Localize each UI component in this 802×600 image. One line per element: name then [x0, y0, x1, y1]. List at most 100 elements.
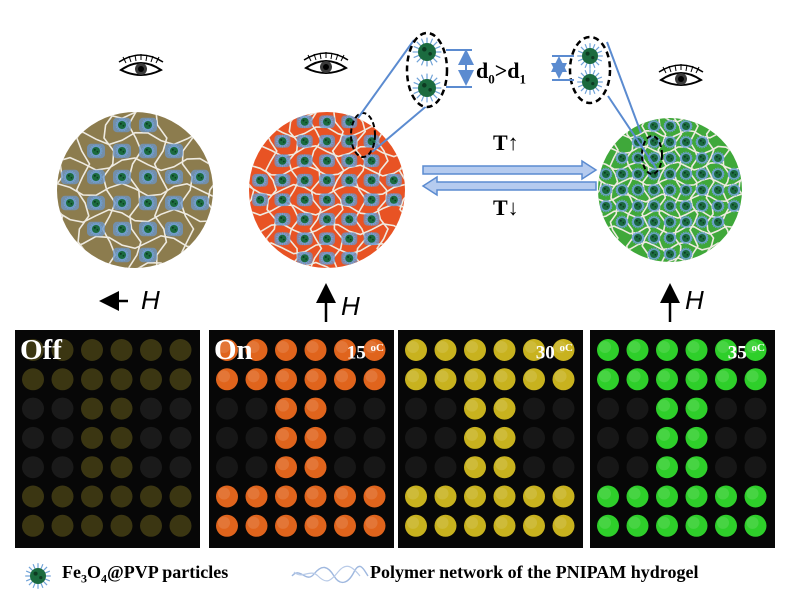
- particle-icon: [342, 173, 356, 187]
- well: [140, 368, 162, 391]
- well: [51, 397, 74, 420]
- temperature-label: 15 oC: [346, 342, 384, 364]
- well: [493, 397, 516, 420]
- well: [464, 426, 486, 449]
- field-label-h: H: [141, 285, 160, 315]
- well: [685, 397, 708, 420]
- particle-icon: [342, 193, 356, 207]
- particle-icon: [647, 151, 661, 165]
- well: [464, 514, 486, 537]
- particle-icon: [711, 199, 725, 213]
- particle-icon: [89, 144, 103, 158]
- well: [493, 514, 516, 537]
- well: [552, 397, 575, 420]
- well: [110, 514, 133, 537]
- distance-inequality: d0>d1: [476, 58, 527, 87]
- circle-on-15c-state: [249, 112, 405, 268]
- well: [405, 514, 427, 537]
- particle-icon: [695, 231, 709, 245]
- particle-icon: [115, 144, 129, 158]
- well: [552, 456, 575, 479]
- particle-icon: [141, 196, 155, 210]
- highlight-ellipse: [350, 112, 376, 158]
- well: [405, 426, 427, 449]
- well: [685, 339, 708, 361]
- particle-icon: [365, 173, 378, 187]
- well: [169, 426, 192, 449]
- well: [464, 339, 486, 361]
- well: [275, 485, 297, 508]
- well: [304, 397, 327, 420]
- particle-icon: [695, 183, 709, 197]
- particle-icon: [711, 215, 725, 229]
- particle-icon: [647, 231, 661, 245]
- well: [715, 485, 737, 508]
- particle-icon: [695, 135, 709, 149]
- well: [363, 456, 386, 479]
- particle-icon: [679, 199, 693, 213]
- well: [464, 456, 486, 479]
- well: [363, 514, 386, 537]
- well: [523, 368, 545, 391]
- well: [685, 514, 708, 537]
- temperature-label: 35 oC: [727, 342, 765, 364]
- well: [334, 456, 356, 479]
- well: [81, 456, 103, 479]
- well: [169, 368, 192, 391]
- well: [51, 368, 74, 391]
- well: [216, 514, 238, 537]
- well: [405, 368, 427, 391]
- particle-icon: [615, 167, 629, 181]
- particle-icon: [253, 173, 267, 187]
- well: [334, 368, 356, 391]
- well: [275, 368, 297, 391]
- particle-icon: [276, 173, 289, 187]
- particle-icon: [663, 231, 677, 245]
- well: [626, 397, 649, 420]
- particle-icon: [647, 247, 661, 261]
- well: [405, 485, 427, 508]
- particle-icon: [412, 37, 442, 67]
- particle-icon: [253, 193, 267, 207]
- particle-icon: [711, 167, 725, 181]
- well: [304, 456, 327, 479]
- particle-icon: [320, 212, 334, 226]
- well: [216, 426, 238, 449]
- particle-icon: [141, 118, 155, 132]
- eye-icon: [303, 52, 349, 74]
- well: [656, 339, 678, 361]
- well: [334, 397, 356, 420]
- heating-label: T↑: [493, 130, 519, 155]
- particle-icon: [89, 222, 103, 236]
- particle-icon: [276, 212, 289, 226]
- particle-icon: [276, 154, 289, 168]
- well: [715, 339, 737, 361]
- well: [110, 339, 133, 361]
- particle-icon: [679, 151, 693, 165]
- particle-icon: [365, 134, 378, 148]
- particle-icon: [727, 199, 741, 213]
- well: [715, 456, 737, 479]
- well: [110, 426, 133, 449]
- well: [552, 339, 575, 361]
- particle-legend-icon: [25, 563, 51, 589]
- particle-icon: [631, 167, 645, 181]
- particle-icon: [387, 173, 401, 187]
- particle-icon: [599, 183, 613, 197]
- well: [464, 485, 486, 508]
- well: [744, 456, 767, 479]
- well: [304, 514, 327, 537]
- well: [552, 514, 575, 537]
- well: [464, 397, 486, 420]
- particle-icon: [663, 247, 677, 261]
- well: [51, 456, 74, 479]
- photo-panel-30c: 30 oC: [398, 330, 583, 548]
- highlight-ellipse: [641, 135, 663, 175]
- particle-icon: [89, 170, 103, 184]
- zoom-inset-swollen: [405, 31, 449, 109]
- well: [493, 426, 516, 449]
- well: [744, 339, 767, 361]
- well: [656, 456, 678, 479]
- circle-on-35c-state: [598, 118, 742, 262]
